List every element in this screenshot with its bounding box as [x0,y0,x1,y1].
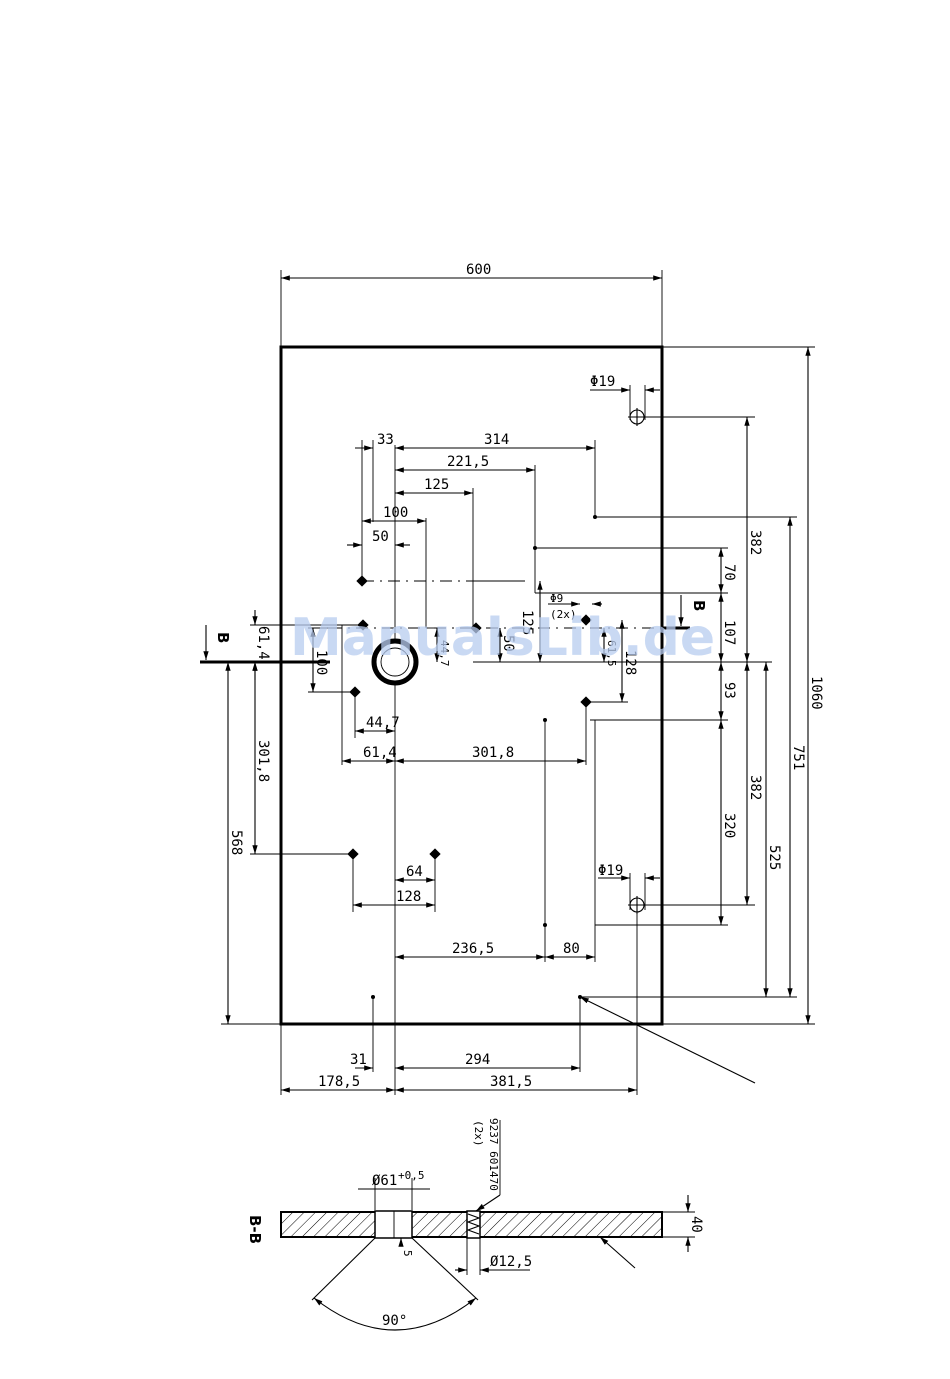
dim-236-5-80: 236,5 80 [395,941,595,957]
part-number: 9237 601470 [487,1118,500,1191]
dim-label-61-4-v: 61,4 [255,626,271,660]
dim-178-5-381-5: 178,5 381,5 [281,1074,637,1090]
section-drain-hole [375,1211,412,1238]
dim-label-600: 600 [466,262,491,278]
dim-label-320: 320 [721,813,737,838]
dim-label-751: 751 [790,745,806,770]
dim-31-294: 31 294 [350,1052,580,1068]
dim-label-381-5: 381,5 [490,1074,532,1090]
dim-label-236-5: 236,5 [452,941,494,957]
dim-label-phi9: Φ9 [550,592,563,605]
dim-label-phi61-tol: +0,5 [398,1169,425,1182]
dim-label-70: 70 [721,564,737,581]
leader-line-plate [580,997,755,1083]
dim-width-600: 600 [281,262,662,347]
dim-301-8-vertical: 301,8 [250,662,353,854]
dim-label-107: 107 [721,620,737,645]
dim-label-phi61: Ø61 [372,1173,397,1189]
dim-label-80: 80 [563,941,580,957]
dim-33-314: 33 314 [355,432,595,448]
watermark: ManualsLib.de [290,608,715,668]
dim-label-64: 64 [406,864,423,880]
cut-label-left: B [214,632,232,643]
dim-label-382-lower: 382 [747,775,763,800]
dim-50-top: 50 [347,529,410,545]
dim-568: 568 [228,662,244,1024]
dim-label-382-upper: 382 [747,530,763,555]
dim-label-phi19-top: Φ19 [590,374,615,390]
dim-label-178-5: 178,5 [318,1074,360,1090]
dim-label-5: 5 [401,1250,414,1257]
dim-label-568: 568 [228,830,244,855]
dim-label-128: 128 [396,889,421,905]
dim-height-1060: 1060 [808,347,824,1024]
dim-label-phi19-bottom: Φ19 [598,863,623,879]
dim-label-301-8-v: 301,8 [255,740,271,782]
section-title: B-B [246,1215,264,1244]
part-qty: (2x) [472,1120,485,1147]
dim-label-294: 294 [465,1052,490,1068]
dim-label-93: 93 [721,682,737,699]
dim-label-phi12-5: Ø12,5 [490,1254,532,1270]
dim-label-33: 33 [377,432,394,448]
dim-221-5: 221,5 [395,454,535,470]
dim-label-44-7: 44,7 [366,715,400,731]
dim-label-angle: 90° [382,1313,407,1329]
dim-label-525: 525 [766,845,782,870]
hole-phi19-bottom: Φ19 [598,863,660,1095]
dim-label-125: 125 [424,477,449,493]
hole-phi19-top: Φ19 [590,374,660,426]
dim-label-314: 314 [484,432,509,448]
dim-64-128: 64 128 [353,854,435,912]
dim-label-100-top: 100 [383,505,408,521]
dim-525: 525 [500,662,782,997]
dim-label-50-top: 50 [372,529,389,545]
dim-label-1060: 1060 [808,676,824,710]
dim-44-7: 44,7 [355,715,400,731]
dim-label-31: 31 [350,1052,367,1068]
dim-label-221-5: 221,5 [447,454,489,470]
dim-125: 125 [395,477,473,493]
dim-label-61-4: 61,4 [363,745,397,761]
dim-382-lower: 382 [637,662,763,905]
dim-label-301-8: 301,8 [472,745,514,761]
section-b-b: B-B Ø61 +0,5 9237 601470 (2x) 5 Ø12,5 40 [246,1118,704,1330]
dim-61-4-301-8: 61,4 301,8 [342,745,586,761]
dim-100-top: 100 [362,505,426,521]
dim-label-40: 40 [688,1216,704,1233]
